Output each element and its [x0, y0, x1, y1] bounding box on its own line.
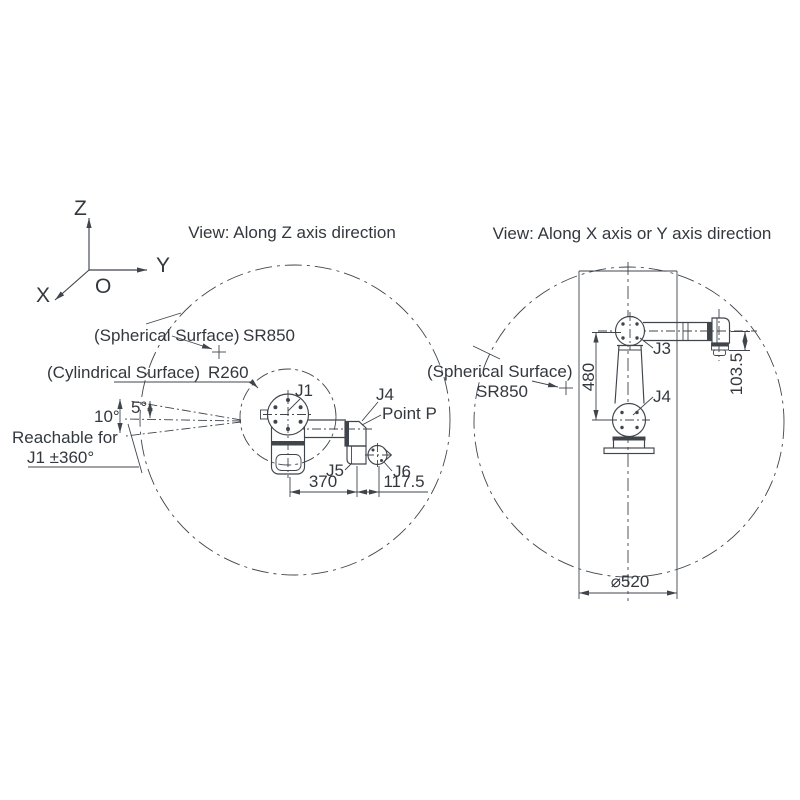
dim-103-5: 103.5: [727, 353, 746, 396]
angle-10deg-label: 10°: [94, 407, 120, 426]
j4-label-right: J4: [653, 387, 671, 406]
j5-label: J5: [326, 461, 344, 480]
dim-370: 370: [309, 472, 337, 491]
reachable-line2: J1 ±360°: [27, 448, 94, 467]
spherical-workspace-circle: [139, 264, 451, 576]
left-cylindrical-surface-callout: (Cylindrical Surface) R260: [47, 363, 259, 389]
j6-label: J6: [393, 462, 411, 481]
left-joint-labels: J1 J4 Point P J5 J6: [287, 381, 437, 481]
axis-origin-label: O: [95, 275, 111, 298]
target-cross-mark-right: [559, 381, 573, 395]
robot-top-view: [260, 390, 393, 478]
right-view: View: Along X axis or Y axis direction (…: [427, 224, 785, 601]
right-spherical-surface-callout: (Spherical Surface) SR850: [427, 345, 573, 401]
j1-label: J1: [295, 381, 313, 400]
right-view-title: View: Along X axis or Y axis direction: [493, 224, 772, 243]
right-joint-labels: J3 J4: [632, 337, 671, 416]
left-view: View: Along Z axis direction (Spherical …: [12, 223, 451, 576]
axis-triad: Z Y X O: [36, 197, 170, 307]
angle-5deg-label: 5°: [131, 398, 147, 417]
reachable-line1: Reachable for: [12, 428, 118, 447]
spherical-workspace-circle-side: [473, 266, 785, 578]
left-dimensions: 370 117.5: [289, 466, 428, 497]
j4-label-left: J4: [376, 385, 394, 404]
rotation-limit-rays: 10° 5°: [94, 398, 242, 437]
dimension-diameter-520: ⌀520: [579, 572, 677, 596]
j3-label: J3: [653, 339, 671, 358]
left-spherical-surface-callout: (Spherical Surface) SR850: [94, 312, 295, 359]
dimension-103-5: 103.5: [727, 331, 750, 396]
flange-bolt-holes: [273, 398, 303, 431]
j5-block: [346, 445, 367, 465]
axis-z-label: Z: [74, 197, 87, 220]
cylindrical-surface-value: R260: [208, 363, 249, 382]
target-cross-mark: [212, 345, 226, 359]
axis-x-label: X: [36, 284, 50, 307]
tool-flange: [713, 349, 726, 356]
dim-480: 480: [579, 363, 598, 391]
left-view-title: View: Along Z axis direction: [188, 223, 396, 242]
spherical-surface-value-right: SR850: [476, 382, 528, 401]
spherical-surface-label-right: (Spherical Surface): [427, 362, 573, 381]
dim-520: ⌀520: [611, 572, 650, 591]
axis-y-label: Y: [156, 254, 170, 277]
dim-117-5: 117.5: [383, 472, 424, 491]
spherical-surface-label: (Spherical Surface): [94, 326, 240, 345]
spherical-surface-value: SR850: [243, 326, 295, 345]
reachable-note: Reachable for J1 ±360°: [12, 423, 143, 474]
base-plate: [603, 447, 655, 455]
point-p-label: Point P: [382, 404, 437, 423]
wrist-block-side: [711, 317, 731, 344]
dimension-480: 480: [579, 332, 621, 421]
cylindrical-surface-label: (Cylindrical Surface): [47, 363, 200, 382]
